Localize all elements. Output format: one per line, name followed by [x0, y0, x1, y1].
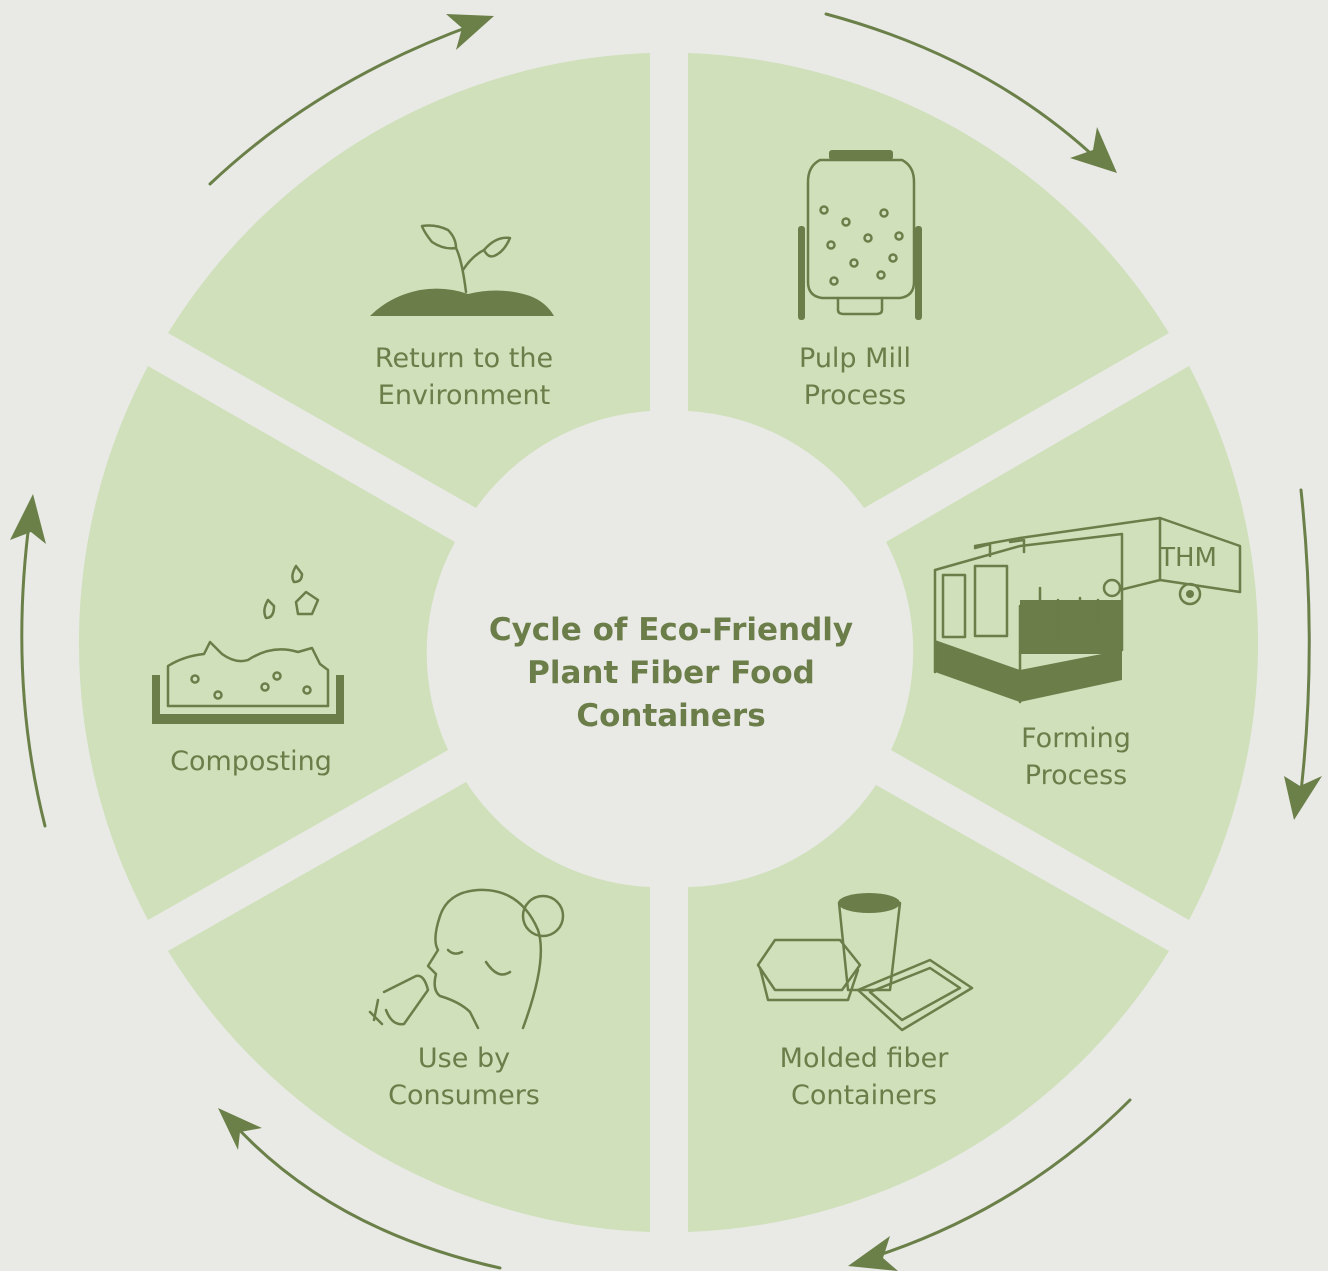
title-line2: Plant Fiber Food [527, 655, 815, 691]
label-molded-line2: Containers [791, 1080, 937, 1111]
ring-segments [78, 53, 1259, 1232]
forming-machine-icon: THM [933, 516, 1242, 704]
arrowhead-bottom-right [848, 1236, 898, 1271]
arrowhead-top-left [446, 14, 494, 50]
arrowhead-right [1284, 776, 1322, 820]
machine-brand-label: THM [1158, 543, 1217, 573]
label-forming-line2: Process [1025, 760, 1127, 791]
segment-consumers [168, 782, 650, 1232]
arrow-bottom-right [868, 1098, 1132, 1260]
segment-composting [78, 366, 455, 920]
segment-pulp-mill [688, 53, 1169, 508]
stage-labels: Pulp Mill Process Forming Process Molded… [170, 343, 1131, 1111]
pulp-tank-icon [798, 150, 922, 320]
food-containers-icon [756, 893, 974, 1032]
compost-bin-icon [152, 564, 344, 724]
title-line3: Containers [576, 698, 765, 734]
segment-return [168, 53, 650, 508]
arrow-top-left [208, 22, 478, 186]
label-pulp-mill-line2: Process [804, 380, 906, 411]
arrow-right [1298, 488, 1311, 802]
arrow-top-right [824, 12, 1102, 164]
segment-molded [688, 785, 1169, 1232]
person-drinking-icon [368, 888, 565, 1030]
label-forming-line1: Forming [1021, 723, 1131, 754]
title-line1: Cycle of Eco-Friendly [489, 612, 853, 648]
arrowhead-left [10, 494, 46, 544]
sprout-icon [370, 224, 554, 316]
cycle-arrows [10, 12, 1322, 1271]
arrowhead-top-right [1070, 127, 1117, 173]
label-molded-line1: Molded fiber [780, 1043, 950, 1074]
arrow-bottom-left [230, 1120, 502, 1270]
label-return-line2: Environment [378, 380, 550, 411]
label-return-line1: Return to the [375, 343, 553, 374]
arrow-left [20, 514, 47, 828]
label-pulp-mill-line1: Pulp Mill [799, 343, 911, 374]
center-title: Cycle of Eco-Friendly Plant Fiber Food C… [489, 612, 853, 734]
label-consumers-line2: Consumers [388, 1080, 540, 1111]
label-composting: Composting [170, 746, 332, 777]
arrowhead-bottom-left [218, 1108, 262, 1150]
label-consumers-line1: Use by [418, 1043, 510, 1074]
